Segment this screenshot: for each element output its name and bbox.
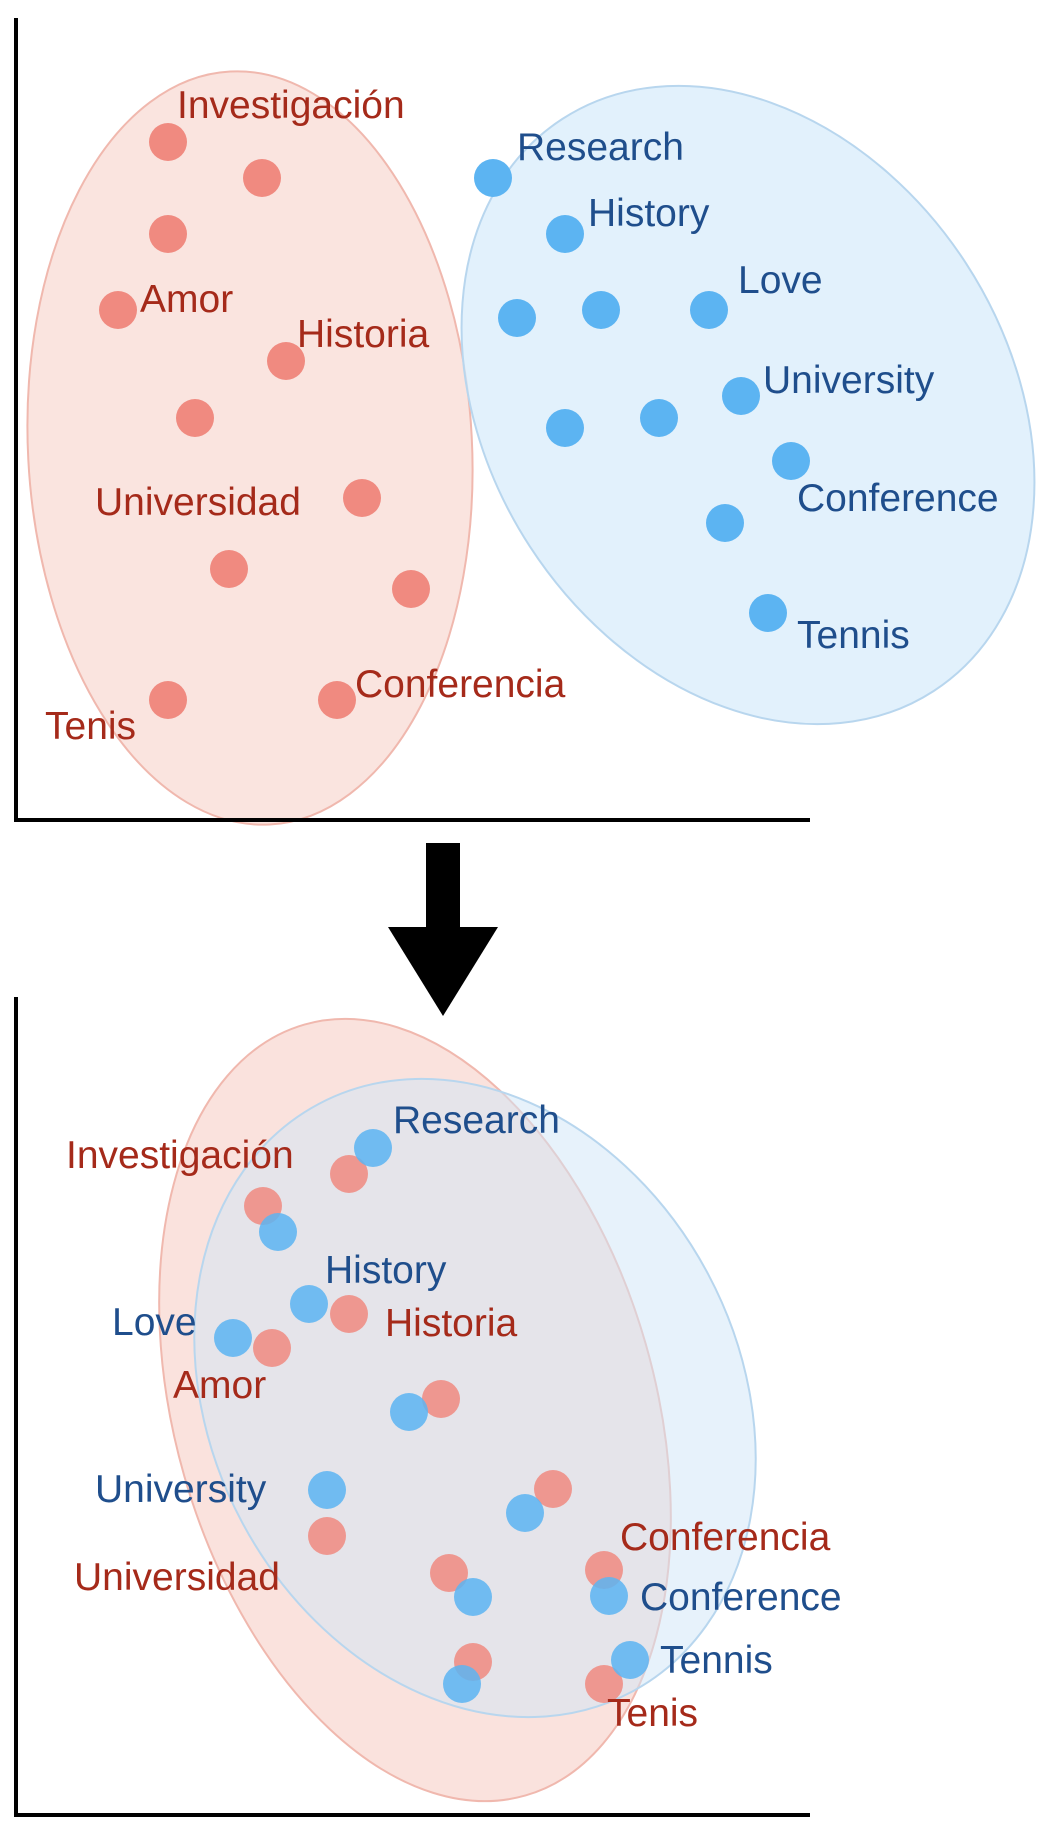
top-english-point-11 — [749, 594, 787, 632]
bottom-spanish-labels: Investigación Historia Amor Universidad … — [66, 1134, 831, 1735]
label-love-bottom: Love — [112, 1301, 197, 1344]
top-axes — [14, 18, 810, 822]
label-research: Research — [517, 126, 684, 169]
top-spanish-point-11 — [318, 681, 356, 719]
top-spanish-point-2 — [243, 159, 281, 197]
label-research-bottom: Research — [393, 1099, 560, 1142]
label-conference-bottom: Conference — [640, 1576, 842, 1619]
bottom-spanish-point-8 — [430, 1554, 468, 1592]
label-amor-bottom: Amor — [173, 1364, 266, 1407]
bottom-spanish-point-5 — [422, 1380, 460, 1418]
label-history: History — [588, 192, 710, 235]
top-spanish-point-7 — [343, 479, 381, 517]
label-university: University — [763, 359, 935, 402]
top-english-point-5 — [690, 291, 728, 329]
bottom-english-point-11 — [611, 1641, 649, 1679]
label-conference: Conference — [797, 477, 999, 520]
bottom-axes — [14, 997, 810, 1817]
bottom-panel: Investigación Historia Amor Universidad … — [14, 997, 842, 1817]
bottom-english-point-9 — [590, 1577, 628, 1615]
arrow-head — [388, 927, 498, 1016]
label-tennis-bottom: Tennis — [660, 1639, 773, 1682]
bottom-points — [214, 1129, 649, 1703]
top-english-point-6 — [546, 409, 584, 447]
top-english-point-1 — [474, 159, 512, 197]
bottom-english-point-6 — [308, 1471, 346, 1509]
top-spanish-point-1 — [149, 123, 187, 161]
label-conferencia: Conferencia — [355, 663, 566, 706]
top-english-labels: Research History Love University Confere… — [517, 126, 999, 657]
bottom-spanish-point-4 — [253, 1329, 291, 1367]
label-tenis-bottom: Tenis — [607, 1692, 698, 1735]
bottom-english-point-1 — [354, 1129, 392, 1167]
down-arrow — [388, 843, 498, 1016]
top-spanish-point-3 — [149, 215, 187, 253]
label-universidad-bottom: Universidad — [74, 1556, 280, 1599]
top-spanish-point-8 — [210, 550, 248, 588]
arrow-shaft — [426, 843, 460, 928]
bottom-english-point-8 — [454, 1578, 492, 1616]
top-points — [99, 123, 810, 719]
bottom-english-point-5 — [390, 1393, 428, 1431]
bottom-spanish-point-7 — [308, 1517, 346, 1555]
bottom-spanish-point-1 — [330, 1155, 368, 1193]
bottom-spanish-point-3 — [330, 1295, 368, 1333]
bottom-english-labels: Research History Love University Confere… — [95, 1099, 842, 1682]
spanish-cluster-hull-top — [26, 70, 474, 826]
bottom-spanish-point-6 — [534, 1470, 572, 1508]
bottom-english-point-7 — [506, 1494, 544, 1532]
top-english-point-8 — [722, 377, 760, 415]
label-investigacion: Investigación — [177, 84, 405, 127]
top-spanish-point-4 — [99, 291, 137, 329]
label-tennis: Tennis — [797, 614, 910, 657]
bottom-english-point-10 — [443, 1665, 481, 1703]
top-spanish-point-6 — [176, 399, 214, 437]
label-historia-bottom: Historia — [385, 1302, 518, 1345]
top-spanish-point-5 — [267, 342, 305, 380]
label-university-bottom: University — [95, 1468, 267, 1511]
top-english-point-3 — [498, 299, 536, 337]
top-english-point-9 — [772, 442, 810, 480]
top-spanish-point-9 — [392, 570, 430, 608]
top-english-point-4 — [582, 291, 620, 329]
label-conferencia-bottom: Conferencia — [620, 1516, 831, 1559]
label-history-bottom: History — [325, 1249, 447, 1292]
bottom-english-point-3 — [290, 1285, 328, 1323]
top-spanish-point-10 — [149, 681, 187, 719]
top-spanish-labels: Investigación Amor Historia Universidad … — [45, 84, 566, 748]
bottom-english-point-2 — [259, 1213, 297, 1251]
top-english-point-10 — [706, 504, 744, 542]
label-investigacion-bottom: Investigación — [66, 1134, 294, 1177]
top-panel: Investigación Amor Historia Universidad … — [14, 18, 1036, 826]
label-amor: Amor — [140, 278, 233, 321]
top-english-point-2 — [546, 215, 584, 253]
label-tenis: Tenis — [45, 705, 136, 748]
label-historia: Historia — [297, 313, 430, 356]
bottom-english-point-4 — [214, 1319, 252, 1357]
top-english-point-7 — [640, 399, 678, 437]
label-love: Love — [738, 259, 823, 302]
label-universidad: Universidad — [95, 481, 301, 524]
bottom-spanish-point-11 — [585, 1665, 623, 1703]
